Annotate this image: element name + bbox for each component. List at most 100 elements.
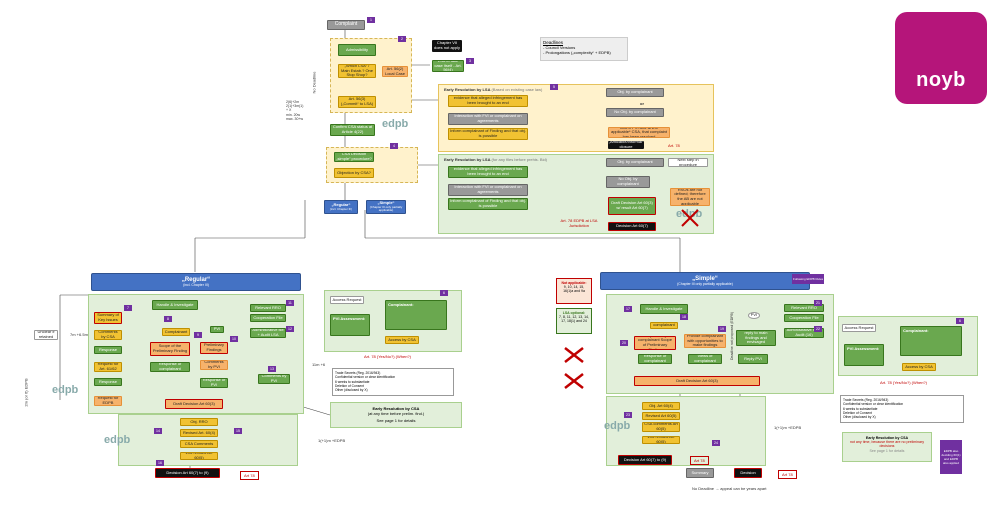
early-res-item[interactable]: Inform complainant of Finding and that o…: [448, 198, 528, 210]
regular-step[interactable]: Complainant: [162, 328, 190, 336]
rsos-note-box: RSOs are not defined; therefore the AB a…: [670, 188, 710, 206]
regular-step[interactable]: Obj. RRO: [180, 418, 218, 426]
regular-step[interactable]: Comments by PVI: [200, 360, 228, 370]
early-res-item[interactable]: Interaction with FVI or complainant on a…: [448, 184, 528, 196]
regular-step[interactable]: Comments by CSA: [94, 330, 122, 340]
complainant-note-label: Complainant:: [388, 302, 414, 307]
pvi-box[interactable]: PVI: [748, 312, 760, 319]
regular-step[interactable]: Response: [94, 378, 122, 386]
regular-step[interactable]: CSA Comments: [180, 440, 218, 448]
timing-line: min. 20w: [286, 112, 301, 117]
regular-branch-label: „Regular“: [331, 201, 351, 207]
simple-step[interactable]: Summary: [686, 468, 714, 478]
early-resolution-2-title: Early Resolution by LSA (for any files b…: [444, 157, 547, 162]
early-res-item[interactable]: Inform complainant of Finding and that o…: [448, 128, 528, 140]
access-csa-box[interactable]: Access by CSA: [902, 363, 936, 371]
regular-step[interactable]: Relevant RRO: [250, 304, 286, 312]
draft-decision-box[interactable]: Draft Decision Art 60(3) w/ result Art 6…: [608, 197, 656, 215]
regular-comments-pvi[interactable]: Comments by PVI: [258, 374, 290, 384]
early-res-item[interactable]: Interaction with FVI or complainant on a…: [448, 113, 528, 125]
simple-step[interactable]: Reply PVI: [738, 354, 768, 364]
regular-step[interactable]: Draft Decision Art 60(3): [165, 399, 223, 409]
regular-step[interactable]: Decision Art 60(7) to (9): [155, 468, 220, 478]
side-label: Deadline not proposed (EDPB): [730, 311, 734, 360]
simple-branch-button[interactable]: „Simple“ (Chapter III only partially app…: [366, 200, 406, 214]
simple-step[interactable]: Ensure that PVI can reply to main findin…: [736, 330, 776, 346]
regular-subtitle: (incl. Chapter III): [183, 283, 209, 287]
regular-step[interactable]: 2nd revised Art 60(5): [180, 452, 218, 460]
regular-step[interactable]: Cooperation File: [250, 314, 286, 322]
step-number: 19: [718, 326, 726, 332]
csa-decision-box[interactable]: CSA Decision „simple“ procedure?: [334, 152, 374, 162]
step-number: 5: [550, 84, 558, 90]
step-number: 12: [286, 326, 294, 332]
obj-complainant-box[interactable]: Obj. by complainant: [606, 158, 664, 167]
simple-step[interactable]: Cooperation File: [784, 314, 824, 322]
noyb-logo-text: noyb: [916, 69, 966, 91]
simple-step[interactable]: Obj. Art 60(4): [642, 402, 680, 410]
amicable-closure-box[interactable]: „Amicable/Informal“ closure: [608, 141, 644, 149]
art-56-3-box[interactable]: Art. 56(3) („Commit“ to LSA): [338, 96, 376, 108]
regular-step[interactable]: Response of PVI: [200, 378, 228, 388]
simple-step[interactable]: Decision: [734, 468, 762, 478]
timing-line: + X: [286, 108, 292, 113]
or-label: or: [640, 101, 644, 106]
regular-step[interactable]: Response of complainant: [150, 362, 190, 372]
simple-step[interactable]: Provide complainant with opportunities t…: [684, 334, 726, 348]
deadlines-item: - Prolongations („complexity“ + EDPB): [543, 50, 611, 55]
regular-step[interactable]: Scope of the Preliminary Finding: [150, 342, 190, 356]
obj-complainant-box[interactable]: Obj. by complainant: [606, 88, 664, 97]
simple-step[interactable]: Response of complainant: [638, 354, 672, 364]
regular-step[interactable]: Summary of Key Issues: [94, 312, 122, 324]
art78-label: Art 78: [778, 470, 797, 479]
simple-step[interactable]: CSA comments Art 60(5): [642, 422, 680, 432]
early-res-item[interactable]: evidence that alleged infringement has b…: [448, 95, 528, 107]
regular-step[interactable]: Administrative file + Audit LSA: [250, 328, 286, 338]
regular-branch-button[interactable]: „Regular“ (incl. Chapter III): [324, 200, 358, 214]
confidential-list: Trade Secrets (Reg. 2016/943) Confidenti…: [840, 395, 964, 423]
step-number: 23: [624, 412, 632, 418]
simple-step[interactable]: Administrative file + Audit (16): [784, 328, 824, 338]
timing-line: max. 30+w: [286, 116, 304, 121]
chapter-vii-box[interactable]: Chapter VII does not apply: [432, 40, 462, 52]
regular-step[interactable]: Request for Art. 61/62: [94, 362, 122, 372]
access-csa-box[interactable]: Access by CSA: [385, 336, 419, 344]
simple-step[interactable]: Views of complainant: [688, 354, 722, 364]
regular-step[interactable]: Handle & Investigate: [152, 300, 198, 310]
objection-csa-box[interactable]: Objection by CSA?: [334, 168, 374, 178]
simple-step[interactable]: Handle & Investigate: [640, 304, 688, 314]
simple-subtitle: (Chapter III only partially applicable): [677, 282, 733, 286]
next-step-box[interactable]: Next step in procedure: [668, 158, 708, 167]
simple-step[interactable]: Revised Art 60(5): [642, 412, 680, 420]
early-res-item[interactable]: evidence that alleged infringement has b…: [448, 166, 528, 178]
access-request-box[interactable]: Access Request: [842, 324, 876, 332]
step-number: 3: [466, 58, 474, 64]
regular-step[interactable]: Response: [94, 346, 122, 354]
pvi-box[interactable]: PVI: [210, 326, 224, 333]
complaint-box[interactable]: Complaint: [327, 20, 365, 30]
regular-step[interactable]: Preliminary Findings: [200, 342, 228, 354]
step-number: 10: [230, 336, 238, 342]
pvi-assessment-label: PVI Assessment:: [847, 346, 880, 351]
simple-step[interactable]: 2nd revised Art 60(5): [642, 436, 680, 444]
simple-step[interactable]: Decision Art 60(7) to (9): [618, 455, 672, 465]
access-request-box[interactable]: Access Request: [330, 296, 364, 304]
regular-step[interactable]: Request for EDPB: [94, 396, 122, 406]
regular-step[interactable]: Revised Art. 60(4): [180, 429, 218, 437]
simple-step[interactable]: complainant: [650, 322, 678, 329]
local-case-box[interactable]: Art. 56(2) Local Case: [382, 66, 408, 77]
lsa-one-stop-box[interactable]: „Which LSA“ / Main Estab.? One Stop Shop…: [338, 64, 376, 78]
art78-note: Art. 78 (Yes/No?) (When?): [880, 380, 927, 385]
deadlines-item: - Council Versions: [543, 45, 576, 50]
simple-step[interactable]: Relevant RRO: [784, 304, 824, 312]
inform-pvi-box[interactable]: Inform PVI and where applicable* CSA, th…: [608, 127, 670, 138]
no-obj-box[interactable]: No Obj. by complainant: [606, 176, 650, 188]
simple-step[interactable]: Response by complainant Scope of Prelimi…: [634, 336, 676, 350]
no-obj-box[interactable]: No Obj. by complainant: [606, 108, 664, 117]
lsa-take-case-box[interactable]: LSA to take case itself - Art. 56(4): [432, 60, 464, 72]
decision-art60-box[interactable]: Decision Art 60(7): [608, 222, 656, 231]
admissibility-box[interactable]: Admissibility: [338, 44, 376, 56]
simple-step[interactable]: Draft Decision Art 60(3): [634, 376, 760, 386]
confirm-csa-box[interactable]: Confirm CSA status at Article 4(22): [330, 124, 375, 136]
